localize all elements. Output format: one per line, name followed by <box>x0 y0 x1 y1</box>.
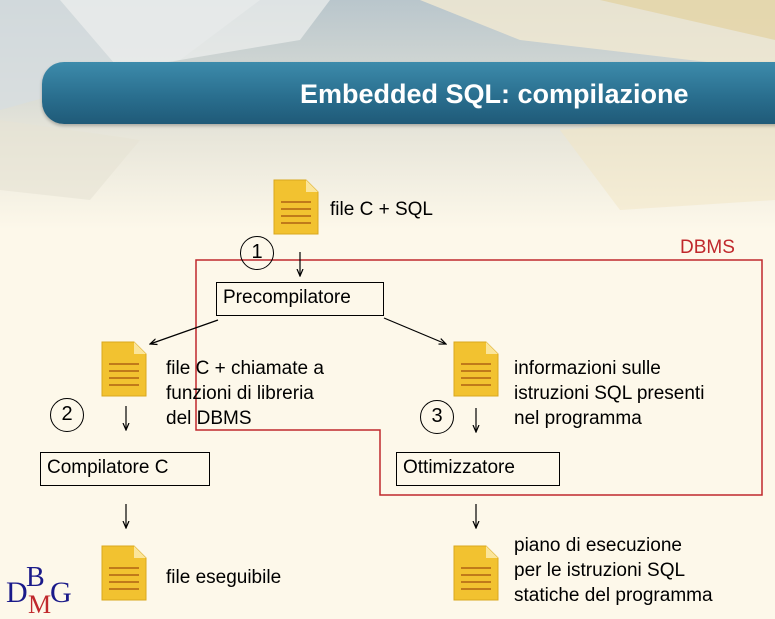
sql-info-file-label-line1: informazioni sulle <box>514 358 661 379</box>
arrow-precompiler-to-c-calls <box>150 319 219 344</box>
compiler-box: Compilatore C <box>40 452 210 486</box>
c-calls-file-label-line1: file C + chiamate a <box>166 358 324 379</box>
step-marker-2: 2 <box>50 398 84 432</box>
dbms-boundary <box>195 259 763 496</box>
document-icon <box>453 341 499 397</box>
slide-title: Embedded SQL: compilazione <box>300 79 689 109</box>
c-calls-file-label-line3: del DBMS <box>166 408 252 429</box>
dbmg-logo: D B M G <box>6 562 72 619</box>
document-icon <box>453 545 499 601</box>
document-icon <box>101 545 147 601</box>
executable-file-label: file eseguibile <box>166 567 282 588</box>
c-calls-file-label-line2: funzioni di libreria <box>166 383 314 404</box>
step-marker-3: 3 <box>420 400 454 434</box>
plan-file-label-line3: statiche del programma <box>514 585 713 606</box>
precompiler-box: Precompilatore <box>216 282 384 316</box>
step-marker-1: 1 <box>240 236 274 270</box>
sql-info-file-label-line2: istruzioni SQL presenti <box>514 383 705 404</box>
optimizer-box: Ottimizzatore <box>396 452 560 486</box>
arrow-precompiler-to-sql-info <box>383 317 446 344</box>
title-bar <box>42 62 775 124</box>
dbms-label: DBMS <box>680 237 735 258</box>
document-icon <box>101 341 147 397</box>
document-icon <box>273 179 319 235</box>
plan-file-label-line2: per le istruzioni SQL <box>514 560 686 581</box>
plan-file-label-line1: piano di esecuzione <box>514 535 682 556</box>
sql-info-file-label-line3: nel programma <box>514 408 642 429</box>
source-file-label: file C + SQL <box>330 199 433 220</box>
